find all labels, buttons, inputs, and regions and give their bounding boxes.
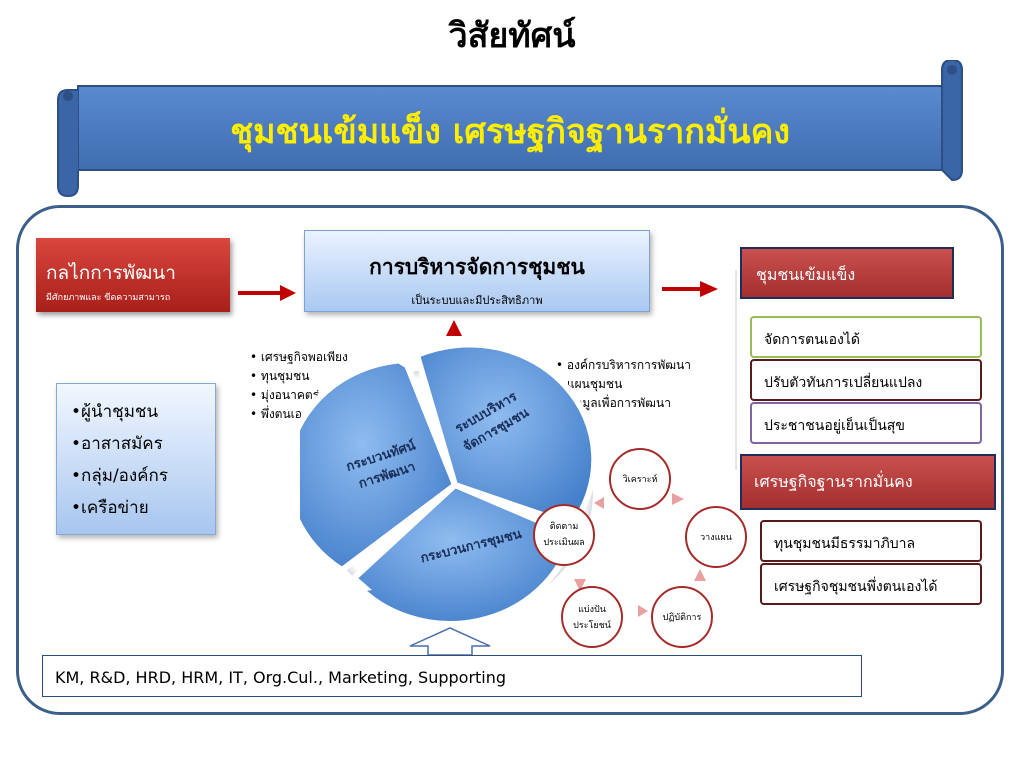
- right-bullet: องค์กรบริหารการพัฒนา: [566, 358, 692, 372]
- actor-item: •กลุ่ม/องค์กร: [71, 466, 168, 486]
- management-box: การบริหารจัดการชุมชน เป็นระบบและมีประสิท…: [304, 230, 650, 312]
- banner-title: ชุมชนเข้มแข็ง เศรษฐกิจฐานรากมั่นคง: [230, 112, 790, 152]
- process-wheel: กระบวนทัศน์ การพัฒนา ระบบบริหาร จัดการชุ…: [300, 341, 598, 627]
- actor-item: •อาสาสมัคร: [71, 434, 163, 454]
- wheel-arrow-icon: [348, 576, 372, 594]
- actor-item: •เครือข่าย: [71, 498, 149, 518]
- wheel-arrow-icon: [396, 350, 412, 372]
- management-title: การบริหารจัดการชุมชน: [369, 255, 585, 279]
- content-frame: [16, 205, 1004, 715]
- result-strong-community: ชุมชนเข้มแข็ง: [740, 247, 954, 299]
- economy-item: เศรษฐกิจชุมชนพึ่งตนเองได้: [760, 563, 982, 605]
- cycle-label-monitor-2: ประเมินผล: [543, 537, 584, 548]
- strong-item: ปรับตัวทันการเปลี่ยนแปลง: [750, 359, 982, 401]
- cycle-label-share-1: แบ่งปัน: [578, 605, 606, 615]
- wheel-segment-right: [413, 341, 598, 529]
- arrow-right-icon: [238, 285, 296, 301]
- cycle-node-operate: [651, 586, 713, 648]
- cycle-label-plan: วางแผน: [700, 533, 732, 543]
- cycle-node-share: [561, 586, 623, 648]
- banner-scroll: [57, 60, 963, 198]
- strong-item: ประชาชนอยู่เย็นเป็นสุข: [750, 402, 982, 444]
- support-functions-box: KM, R&D, HRD, HRM, IT, Org.Cul., Marketi…: [42, 655, 862, 697]
- result-grassroots-economy: เศรษฐกิจฐานรากมั่นคง: [740, 454, 996, 510]
- cycle-label-monitor-1: ติดตาม: [550, 521, 579, 532]
- management-subtitle: เป็นระบบและมีประสิทธิภาพ: [411, 294, 543, 307]
- page-title: วิสัยทัศน์: [448, 16, 576, 56]
- left-bullet: ทุนชุมชน: [260, 369, 310, 383]
- mechanism-title: กลไกการพัฒนา: [46, 262, 176, 284]
- actor-item: •ผู้นำชุมชน: [71, 402, 159, 422]
- wheel-segment-left: [300, 356, 459, 574]
- cycle-diagram: วิเคราะห์ วางแผน ปฏิบัติการ แบ่งปัน ประโ…: [533, 448, 747, 648]
- arrow-up-icon: [446, 320, 462, 336]
- left-bullet: เศรษฐกิจพอเพียง: [260, 350, 348, 364]
- mechanism-subtitle: มีศักยภาพและ ขีดความสามารถ: [46, 293, 171, 303]
- left-bullet: พึ่งตนเอง: [260, 407, 308, 421]
- cycle-arrows: [574, 493, 706, 617]
- cycle-label-analyze: วิเคราะห์: [623, 473, 658, 485]
- arrow-right-icon: [662, 281, 718, 297]
- cycle-label-operate: ปฏิบัติการ: [663, 612, 702, 623]
- cycle-label-share-2: ประโยชน์: [573, 619, 611, 631]
- cycle-node-plan: [685, 506, 747, 568]
- right-bullet: แผนชุมชน: [566, 377, 623, 391]
- cycle-node-monitor: [533, 504, 595, 566]
- actors-box: •ผู้นำชุมชน •อาสาสมัคร •กลุ่ม/องค์กร •เค…: [56, 383, 216, 535]
- right-bullet: ข้อมูลเพื่อการพัฒนา: [566, 396, 671, 410]
- mechanism-box: กลไกการพัฒนา มีศักยภาพและ ขีดความสามารถ: [36, 238, 230, 312]
- strong-item: จัดการตนเองได้: [750, 316, 982, 358]
- hollow-up-arrow-icon: [409, 627, 491, 656]
- cycle-node-analyze: [609, 448, 671, 510]
- economy-item: ทุนชุมชนมีธรรมาภิบาล: [760, 520, 982, 562]
